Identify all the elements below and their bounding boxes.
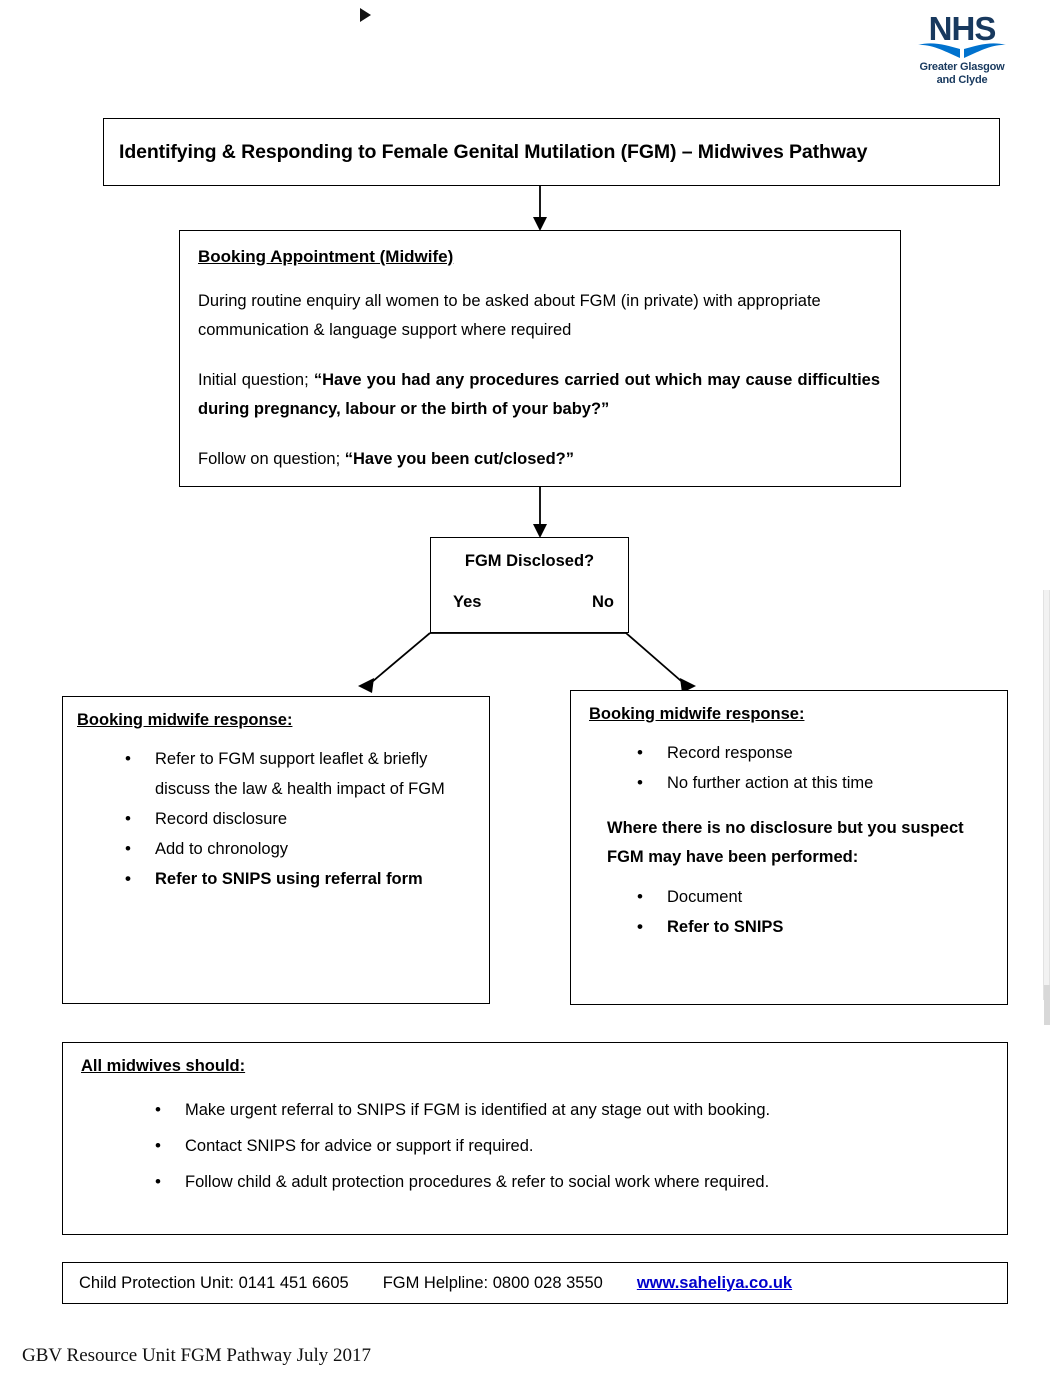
fgm-helpline-contact: FGM Helpline: 0800 028 3550 — [382, 1273, 603, 1292]
list-item: Document — [637, 882, 993, 912]
list-item: Refer to SNIPS — [637, 912, 993, 942]
response-no-suspicion-bullet-list: Document Refer to SNIPS — [589, 882, 993, 942]
page-scrollbar[interactable] — [1043, 590, 1050, 1000]
page-scrollbar-thumb[interactable] — [1044, 985, 1050, 1025]
nhs-logo-line2: and Clyde — [936, 74, 988, 86]
nhs-logo-line1: Greater Glasgow — [919, 61, 1005, 73]
document-footer-note: GBV Resource Unit FGM Pathway July 2017 — [22, 1345, 372, 1366]
decision-options: Yes No — [431, 571, 628, 612]
list-item: Refer to SNIPS using referral form — [125, 864, 475, 894]
list-item: Make urgent referral to SNIPS if FGM is … — [155, 1092, 993, 1128]
response-yes-box: Booking midwife response: Refer to FGM s… — [62, 696, 490, 1004]
pathway-title-box: Identifying & Responding to Female Genit… — [103, 118, 1000, 186]
nhs-wordmark-icon: NHS — [918, 10, 1006, 58]
contacts-box: Child Protection Unit: 0141 451 6605 FGM… — [62, 1262, 1008, 1304]
list-item: No further action at this time — [637, 768, 993, 798]
response-yes-bullet-list: Refer to FGM support leaflet & briefly d… — [77, 744, 475, 894]
play-cursor-icon — [360, 8, 371, 22]
list-item: Follow child & adult protection procedur… — [155, 1164, 993, 1200]
all-midwives-heading: All midwives should: — [81, 1057, 246, 1075]
booking-initial-question-quote: “Have you had any procedures carried out… — [198, 371, 881, 418]
child-protection-contact: Child Protection Unit: 0141 451 6605 — [79, 1273, 349, 1292]
booking-paragraph-3: Follow on question; “Have you been cut/c… — [198, 445, 880, 474]
decision-option-no: No — [592, 593, 614, 611]
booking-initial-question-lead: Initial question; — [198, 371, 314, 389]
booking-heading: Booking Appointment (Midwife) — [198, 247, 454, 266]
connector-title-to-booking — [533, 186, 547, 231]
response-no-suspicion-note: Where there is no disclosure but you sus… — [607, 819, 964, 866]
decision-option-yes: Yes — [453, 593, 482, 611]
decision-question: FGM Disclosed? — [464, 552, 595, 570]
all-midwives-bullet-list: Make urgent referral to SNIPS if FGM is … — [81, 1092, 993, 1200]
response-yes-heading: Booking midwife response: — [77, 711, 293, 729]
booking-appointment-box: Booking Appointment (Midwife) During rou… — [179, 230, 901, 487]
connector-booking-to-decision — [533, 487, 547, 538]
booking-follow-question-quote: “Have you been cut/closed?” — [344, 450, 574, 468]
list-item: Contact SNIPS for advice or support if r… — [155, 1128, 993, 1164]
svg-text:NHS: NHS — [929, 10, 996, 47]
booking-paragraph-2: Initial question; “Have you had any proc… — [198, 366, 880, 424]
all-midwives-box: All midwives should: Make urgent referra… — [62, 1042, 1008, 1235]
page-title: Identifying & Responding to Female Genit… — [119, 140, 868, 163]
saheliya-website-link[interactable]: www.saheliya.co.uk — [636, 1273, 793, 1292]
nhs-logo: NHS Greater Glasgow and Clyde — [912, 8, 1012, 86]
list-item: Refer to FGM support leaflet & briefly d… — [125, 744, 475, 804]
list-item: Add to chronology — [125, 834, 475, 864]
list-item: Record disclosure — [125, 804, 475, 834]
fgm-disclosed-decision-box: FGM Disclosed? Yes No — [430, 537, 629, 633]
list-item: Record response — [637, 738, 993, 768]
response-no-bullet-list: Record response No further action at thi… — [589, 738, 993, 798]
response-no-box: Booking midwife response: Record respons… — [570, 690, 1008, 1005]
response-no-heading: Booking midwife response: — [589, 705, 805, 723]
booking-paragraph-1: During routine enquiry all women to be a… — [198, 292, 821, 339]
booking-follow-question-lead: Follow on question; — [198, 450, 345, 468]
